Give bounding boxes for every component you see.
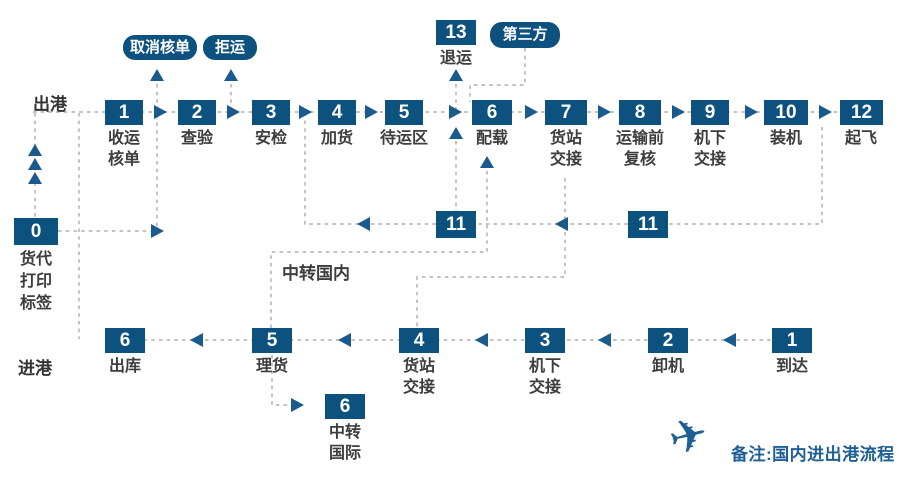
label-departure-12: 起飞 (844, 130, 877, 147)
node-arrival-1: 1 (772, 328, 812, 353)
arrow-right-icon (154, 105, 167, 119)
connector-intl-transfer (271, 355, 291, 406)
arrow-right-icon (672, 105, 685, 119)
connector-handover-link (416, 178, 566, 328)
node-arrival-4: 4 (399, 328, 439, 353)
label-return: 退运 (439, 50, 472, 67)
arrow-right-icon (525, 105, 538, 119)
label-transfer-intl: 中转 国际 (328, 424, 361, 462)
arrow-up-icon (480, 156, 494, 168)
node-departure-7: 7 (545, 100, 587, 125)
pill-reject: 拒运 (203, 35, 257, 60)
node-transfer-intl-6: 6 (325, 394, 365, 419)
note-text: 备注:国内进出港流程 (731, 445, 895, 464)
label-departure-6: 配载 (475, 130, 508, 147)
node-arrival-6: 6 (105, 328, 145, 353)
label-departure-8: 运输前 复核 (615, 130, 664, 168)
label-arrival-4: 货站 交接 (402, 358, 435, 396)
node-departure-9: 9 (691, 100, 729, 125)
label-arrival-2: 卸机 (651, 358, 684, 375)
arrow-right-icon (151, 224, 164, 238)
node-departure-6: 6 (472, 100, 512, 125)
node-departure-1: 1 (105, 100, 143, 125)
arrow-right-icon (745, 105, 758, 119)
label-departure-10: 装机 (769, 130, 802, 147)
node-departure-10: 10 (764, 100, 808, 125)
node-forwarder-0: 0 (14, 218, 58, 245)
node-departure-2: 2 (178, 100, 216, 125)
arrival-section-label: 进港 (18, 359, 52, 378)
arrow-right-icon (449, 105, 462, 119)
arrow-up-icon (150, 69, 164, 81)
node-departure-3: 3 (252, 100, 290, 125)
node-departure-4: 4 (318, 100, 356, 125)
transfer-domestic-label: 中转国内 (282, 264, 350, 283)
arrow-right-icon (299, 105, 312, 119)
arrow-left-icon (338, 333, 351, 347)
arrow-left-icon (555, 217, 568, 231)
node-transfer-11-right: 11 (628, 211, 668, 238)
arrow-left-icon (190, 333, 203, 347)
label-departure-3: 安检 (254, 130, 287, 147)
arrow-left-icon (475, 333, 488, 347)
label-forwarder: 货代 打印 标签 (19, 251, 52, 312)
arrow-right-icon (227, 105, 240, 119)
arrow-right-icon (598, 105, 611, 119)
connector-eleven-left (304, 113, 436, 225)
node-arrival-5: 5 (252, 328, 292, 353)
arrow-right-icon (819, 105, 832, 119)
label-departure-5: 待运区 (379, 130, 428, 147)
label-arrival-1: 到达 (775, 358, 808, 375)
arrow-left-icon (598, 333, 611, 347)
arrow-right-icon (365, 105, 378, 119)
arrow-left-icon (723, 333, 736, 347)
arrow-up-icon (449, 127, 463, 139)
pill-third-party: 第三方 (490, 22, 560, 48)
label-departure-9: 机下 交接 (693, 130, 726, 168)
label-arrival-3: 机下 交接 (528, 358, 561, 396)
chevron-up-icon (28, 158, 42, 170)
label-departure-7: 货站 交接 (549, 130, 582, 168)
arrow-up-icon (224, 69, 238, 81)
node-return-13: 13 (436, 20, 476, 45)
pill-cancel-check: 取消核单 (123, 35, 197, 60)
label-arrival-5: 理货 (255, 358, 288, 375)
connector-third-party (469, 48, 526, 102)
node-arrival-3: 3 (525, 328, 565, 353)
node-departure-5: 5 (385, 100, 423, 125)
label-departure-1: 收运 核单 (107, 130, 140, 168)
departure-section-label: 出港 (33, 95, 67, 114)
label-departure-2: 查验 (180, 130, 213, 147)
connector-tally-to-load (270, 171, 488, 328)
chevron-up-icon (28, 172, 42, 184)
node-arrival-2: 2 (648, 328, 688, 353)
arrow-left-icon (357, 217, 370, 231)
node-departure-12: 12 (840, 100, 883, 125)
label-departure-4: 加货 (320, 130, 353, 147)
node-transfer-11-left: 11 (436, 211, 476, 238)
chevron-up-icon (28, 144, 42, 156)
arrow-up-icon (449, 69, 463, 81)
node-departure-8: 8 (619, 100, 661, 125)
label-arrival-6: 出库 (108, 358, 141, 375)
connector-eleven-right (668, 127, 823, 225)
arrow-right-icon (291, 398, 304, 412)
